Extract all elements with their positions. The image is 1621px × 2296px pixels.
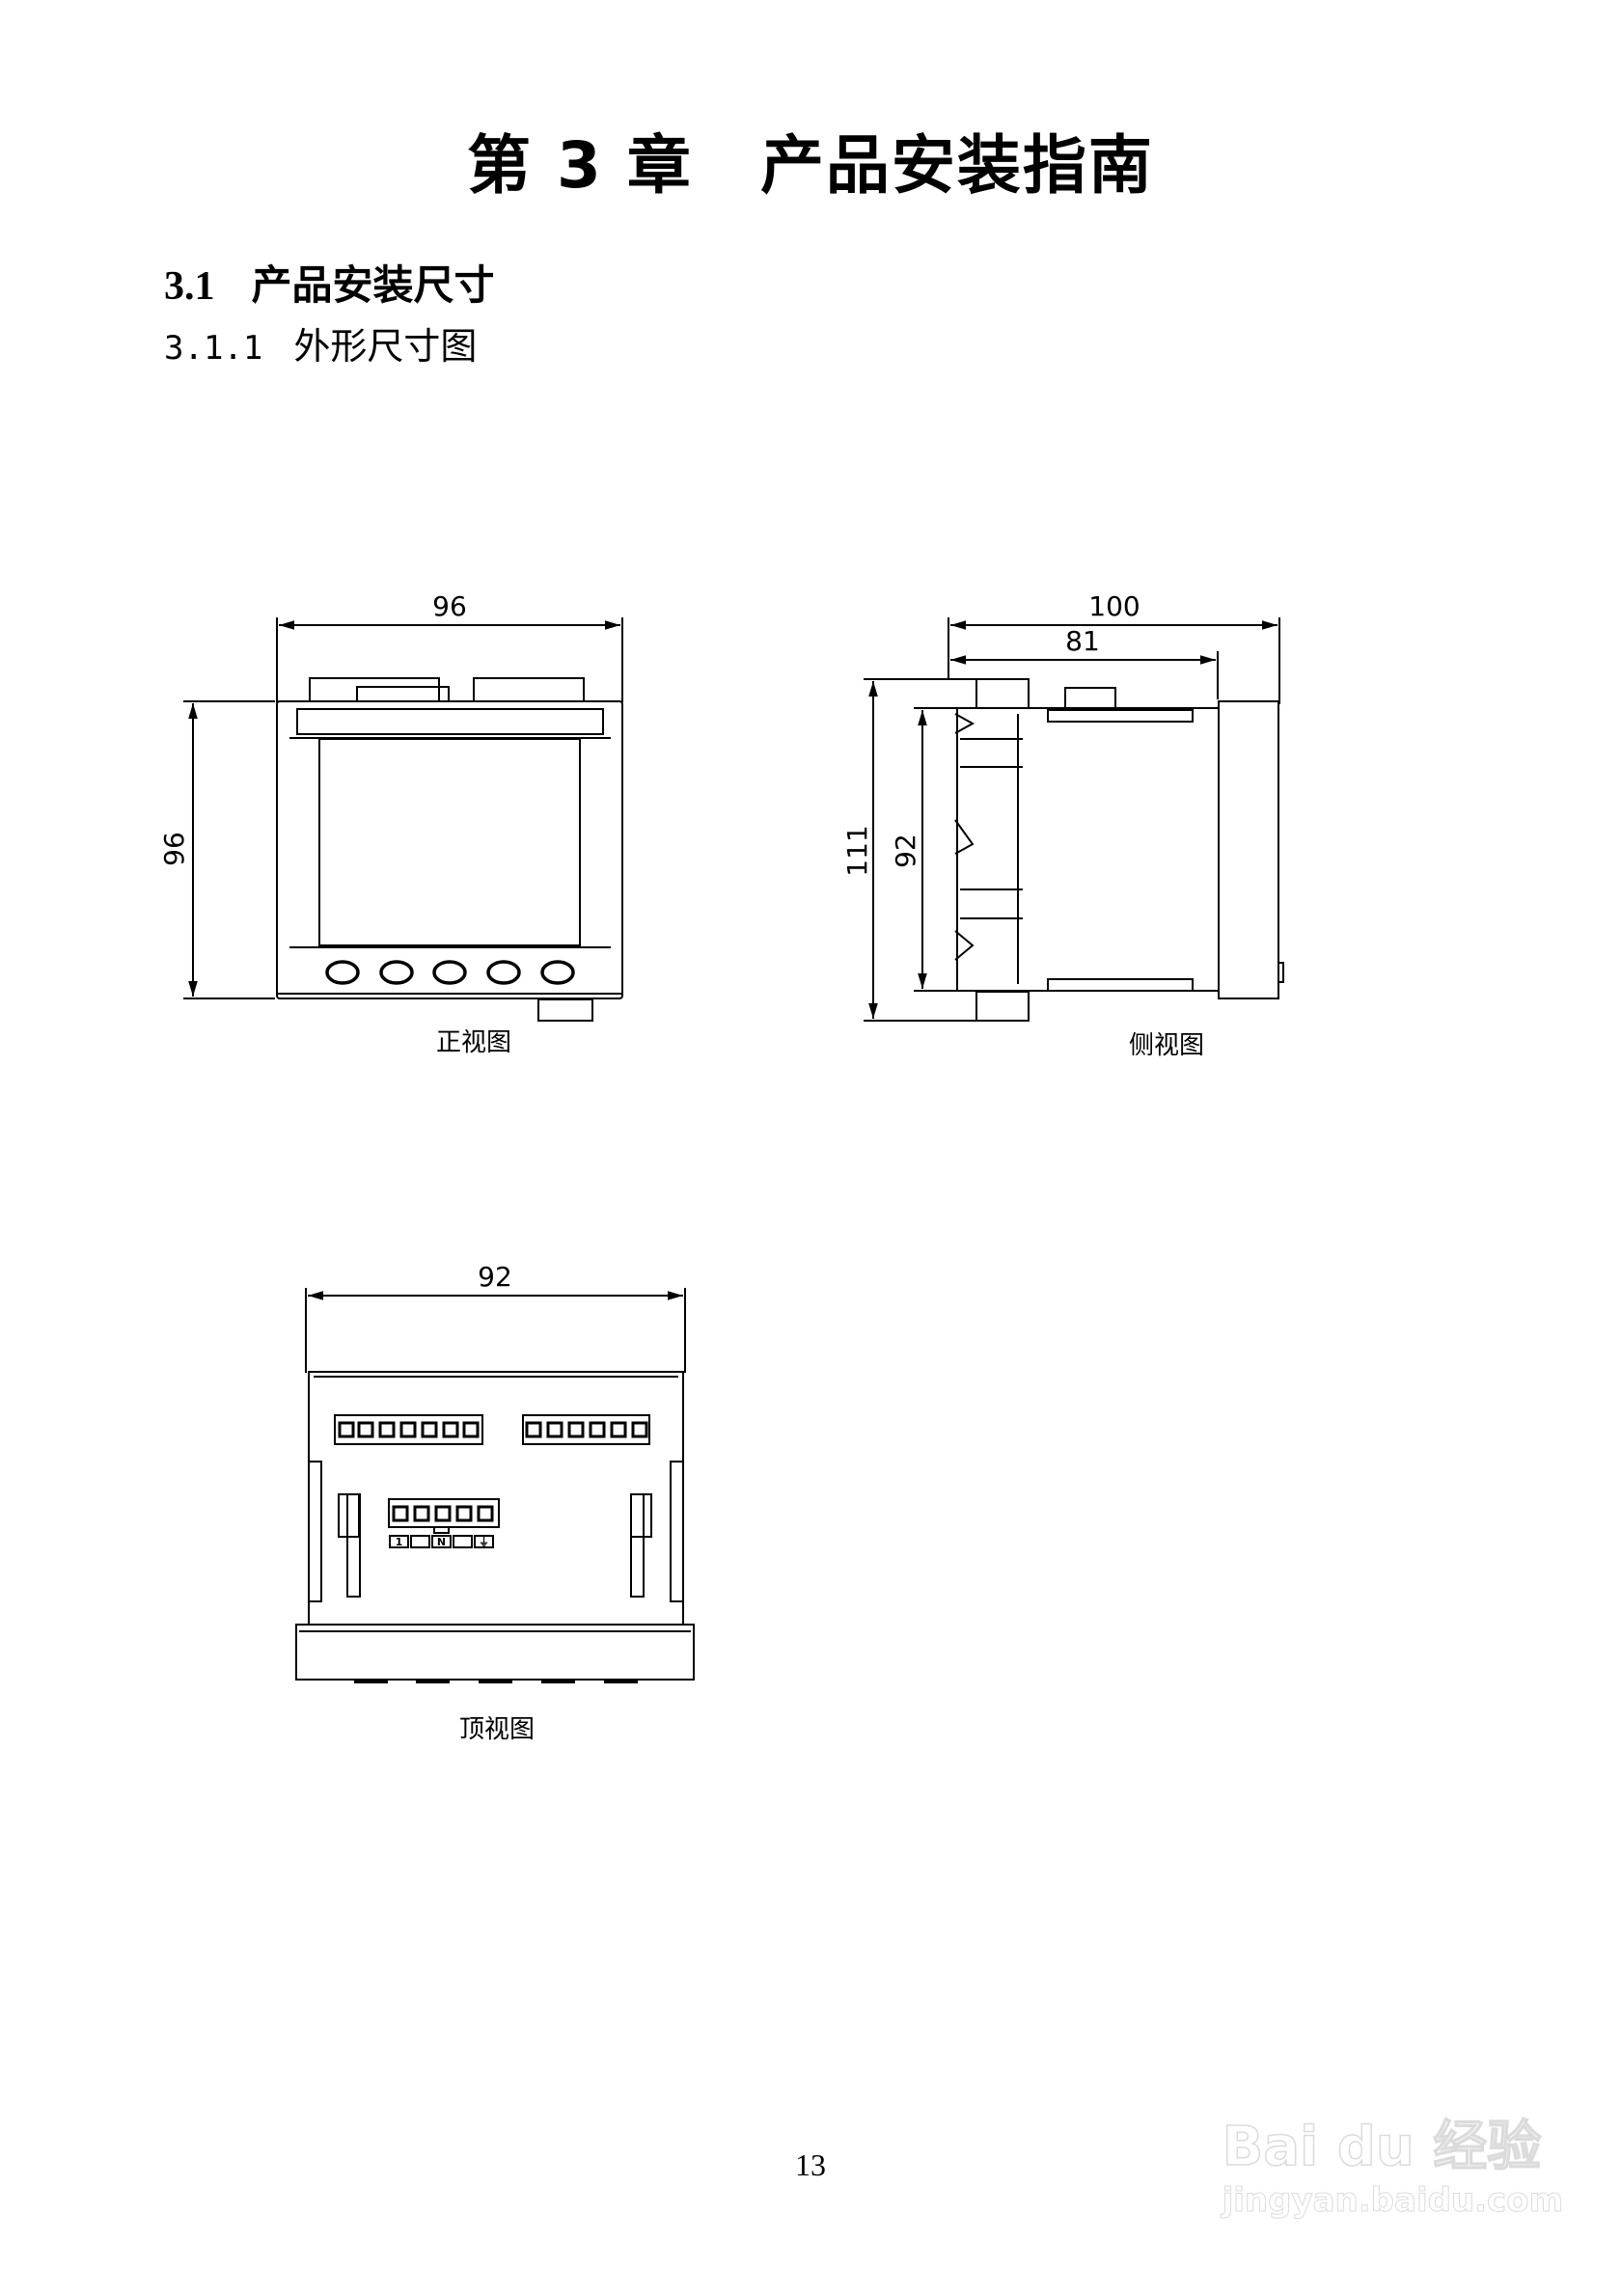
- front-width-dimension: 96: [432, 590, 467, 622]
- watermark-url: jingyan.baidu.com: [1222, 2181, 1563, 2221]
- side-view-drawing: 100 81 111 92: [841, 590, 1284, 1022]
- chapter-number: 第 3 章: [467, 128, 693, 203]
- side-body-height-dimension: 92: [890, 834, 921, 868]
- page-number: 13: [795, 2147, 826, 2182]
- section-heading: 3.1 产品安装尺寸: [164, 253, 495, 312]
- subsection-number: 3.1.1: [164, 329, 263, 368]
- chapter-name: 产品安装指南: [759, 128, 1154, 203]
- side-total-depth-dimension: 100: [1088, 590, 1140, 622]
- terminal-label-ground: ⏚: [479, 1536, 489, 1548]
- top-width-dimension: 92: [478, 1261, 512, 1293]
- top-view-caption: 顶视图: [459, 1715, 536, 1744]
- top-view-drawing: 1 N ⏚ 92: [295, 1261, 695, 1683]
- terminal-label-n: N: [437, 1536, 446, 1548]
- front-height-dimension: 96: [158, 832, 190, 866]
- front-view-caption: 正视图: [436, 1028, 512, 1057]
- section-number: 3.1: [164, 264, 215, 309]
- chapter-title: 第 3 章产品安装指南: [0, 114, 1621, 206]
- side-view-caption: 侧视图: [1129, 1031, 1205, 1060]
- section-title: 产品安装尺寸: [251, 261, 495, 309]
- baidu-watermark: Bai du 经验 jingyan.baidu.com: [1222, 2103, 1564, 2221]
- front-view-drawing: 96 96: [158, 590, 623, 1022]
- watermark-brand: Bai du 经验: [1222, 2115, 1542, 2179]
- subsection-title: 外形尺寸图: [293, 325, 478, 368]
- side-body-depth-dimension: 81: [1065, 625, 1100, 657]
- terminal-label-1: 1: [396, 1536, 403, 1548]
- subsection-heading: 3.1.1 外形尺寸图: [164, 316, 477, 369]
- side-overall-height-dimension: 111: [841, 825, 873, 876]
